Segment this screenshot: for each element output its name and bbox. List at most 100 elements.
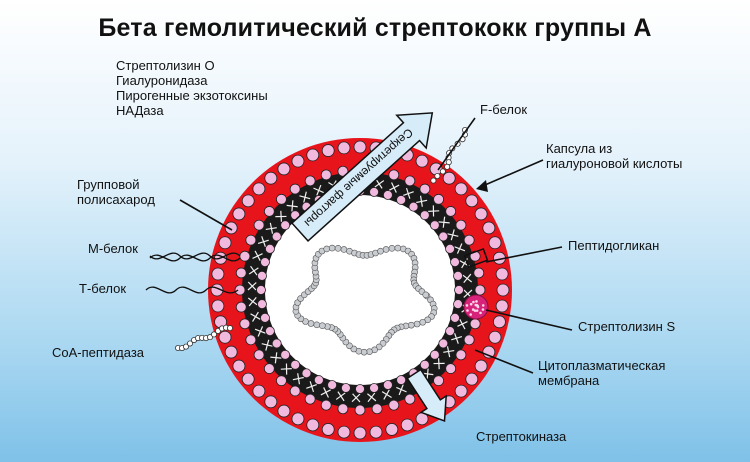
lipid-tail: [437, 358, 440, 370]
capsule-head: [211, 299, 225, 313]
secreted-factor: Пирогенные экзотоксины: [116, 88, 268, 103]
inner-head: [453, 271, 463, 281]
label-membrane-line2: мембрана: [538, 373, 600, 388]
lipid-tail: [280, 367, 292, 370]
chain-bead: [226, 325, 233, 332]
label-capsule: Капсула из гиалуроновой кислоты: [546, 141, 682, 171]
inner-head: [369, 187, 379, 197]
capsule-head: [474, 359, 488, 373]
capsule-head: [218, 236, 232, 250]
lipid-tail: [316, 184, 322, 196]
dna-bead: [388, 244, 396, 252]
secreted-factor: Гиалуронидаза: [116, 73, 208, 88]
outer-head: [234, 284, 246, 296]
lipid-tail: [261, 343, 273, 347]
capsule-head: [385, 423, 399, 436]
inner-head: [260, 312, 270, 323]
lipid-tail: [398, 384, 404, 396]
inner-head: [445, 326, 455, 337]
pointer-group-polysaccharide: [179, 199, 233, 231]
streptolysin-s-particle: [463, 294, 489, 320]
inner-head: [256, 285, 266, 295]
texture-dot: [472, 300, 475, 304]
capsule-head: [306, 148, 320, 162]
capsule-head: [241, 372, 255, 386]
inner-head: [280, 220, 291, 231]
inner-head: [382, 190, 393, 200]
texture-dot: [475, 309, 479, 312]
capsule-head: [415, 154, 429, 168]
label-capsule-line2: гиалуроновой кислоты: [546, 156, 683, 171]
t-protein-fiber: [145, 286, 239, 294]
outer-head: [463, 234, 475, 246]
dna-bead: [408, 321, 415, 329]
pointer-arrowhead: [476, 180, 488, 192]
m-protein-fiber: [149, 252, 241, 260]
secreted-factor: Стрептолизин О: [116, 58, 215, 73]
lipid-tail: [292, 376, 304, 381]
f-protein-chain: [430, 127, 468, 184]
capsule-head: [495, 267, 509, 281]
dna-bead: [319, 322, 326, 330]
capsule-head: [465, 372, 479, 386]
texture-dot: [481, 304, 485, 307]
capsule-head: [482, 221, 496, 235]
capsule-head: [232, 207, 246, 221]
dna-bead: [382, 246, 390, 253]
chain-bead: [439, 168, 446, 175]
inner-head: [408, 201, 419, 212]
outer-head: [445, 206, 457, 217]
chain-bead: [186, 340, 193, 347]
chain-bead: [182, 343, 189, 350]
capsule-head: [442, 171, 456, 185]
inner-head: [419, 210, 430, 221]
chain-bead: [430, 177, 437, 184]
dna-bead: [413, 320, 421, 328]
lipid-tail: [335, 392, 346, 400]
inner-head: [369, 383, 379, 393]
outer-head: [304, 175, 316, 187]
pointer-lines: [179, 117, 573, 374]
capsule-head: [454, 384, 468, 398]
capsule-head: [496, 283, 510, 297]
outer-head: [320, 169, 332, 181]
inner-head: [450, 312, 460, 323]
dna-bead: [375, 343, 383, 351]
capsule-head: [353, 140, 367, 154]
label-streptolysin-s: Стрептолизин S: [578, 319, 676, 334]
outer-head: [276, 193, 287, 205]
capsule-head: [291, 412, 305, 426]
secreted-factors-list: Стрептолизин О Гиалуронидаза Пирогенные …: [116, 58, 268, 118]
capsule-head: [291, 154, 305, 168]
capsule-head: [321, 423, 335, 436]
dna-bead: [366, 348, 373, 355]
chain-bead: [210, 331, 217, 338]
capsule-head: [429, 162, 443, 176]
inner-head: [396, 375, 407, 385]
outer-head: [235, 267, 247, 279]
chromosome-dna: [292, 244, 438, 356]
inner-head: [438, 338, 449, 349]
diagram-title: Бета гемолитический стрептококк группы А: [98, 14, 652, 42]
capsule-head: [454, 182, 468, 196]
lipid-tail: [306, 384, 317, 389]
lipid-tail: [454, 333, 459, 344]
lipid-tail: [374, 180, 385, 188]
texture-dot: [473, 309, 477, 312]
dna-bead: [422, 291, 430, 299]
label-capsule-line1: Капсула из: [546, 141, 613, 156]
lipid-tail: [416, 199, 428, 204]
outer-head: [245, 334, 257, 346]
texture-dot: [475, 300, 478, 303]
lipid-tail: [383, 389, 390, 400]
inner-head: [419, 359, 430, 370]
lipid-tail: [270, 356, 282, 359]
chain-bead: [206, 334, 213, 341]
outer-head: [419, 183, 431, 195]
texture-dot: [465, 304, 469, 307]
outer-head: [455, 219, 467, 231]
capsule-head: [337, 141, 351, 155]
dna-bead: [313, 321, 321, 329]
inner-head: [445, 243, 455, 254]
